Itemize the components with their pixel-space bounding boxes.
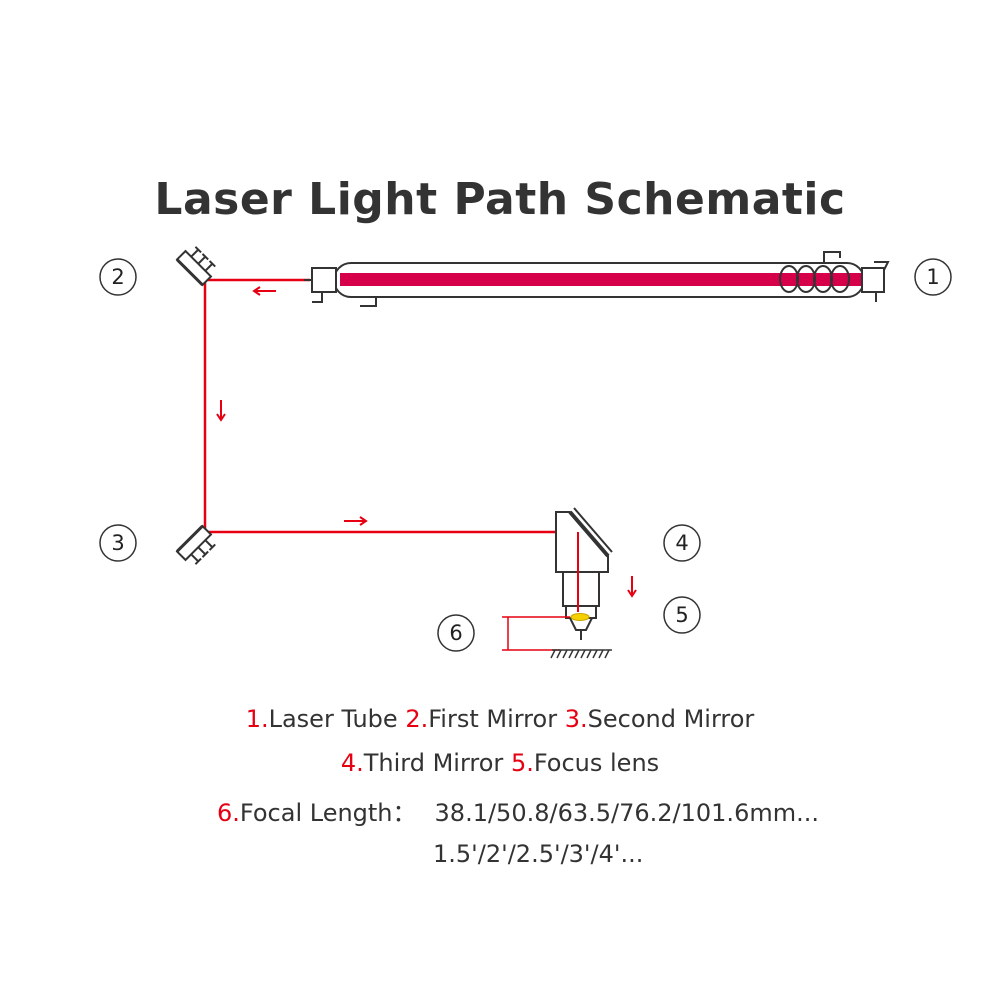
focal-length-indicator — [502, 616, 570, 651]
legend-text-focus-lens: Focus lens — [533, 749, 660, 777]
beam-direction-arrow-down-2 — [627, 576, 637, 598]
second-mirror — [175, 524, 216, 565]
callout-2-label: 2 — [111, 265, 124, 289]
callout-6: 6 — [437, 614, 475, 652]
legend-num-4: 4. — [340, 749, 364, 777]
callout-3: 3 — [99, 524, 137, 562]
work-surface — [550, 649, 612, 659]
laser-beam-path — [203, 278, 580, 620]
first-mirror — [175, 246, 216, 287]
legend-text-second-mirror: Second Mirror — [587, 705, 755, 733]
callout-2: 2 — [99, 258, 137, 296]
focus-lens-icon — [570, 613, 590, 621]
callout-1-label: 1 — [926, 265, 939, 289]
legend-num-3: 3. — [564, 705, 588, 733]
callout-6-label: 6 — [449, 621, 462, 645]
tube-coil — [779, 265, 850, 293]
legend-text-first-mirror: First Mirror — [428, 705, 558, 733]
legend-text-third-mirror: Third Mirror — [363, 749, 504, 777]
page-title: Laser Light Path Schematic — [154, 174, 846, 225]
legend-focal-inches: 1.5'/2'/2.5'/3'/4'... — [433, 840, 644, 868]
beam-direction-arrow-right — [344, 516, 368, 526]
legend-num-5: 5. — [510, 749, 534, 777]
legend-line-4: 1.5'/2'/2.5'/3'/4'... — [433, 840, 643, 868]
legend-num-1: 1. — [245, 705, 269, 733]
legend-text-focal-length: Focal Length： — [239, 799, 417, 827]
legend-num-6: 6. — [217, 799, 240, 827]
legend-line-2: 4.Third Mirror 5.Focus lens — [0, 749, 1000, 777]
legend-line-3: 6.Focal Length： 38.1/50.8/63.5/76.2/101.6… — [217, 793, 819, 828]
laser-tube — [304, 251, 890, 307]
beam-direction-arrow-down — [216, 400, 226, 422]
callout-1: 1 — [914, 258, 952, 296]
beam-direction-arrow-left — [252, 286, 276, 296]
legend-text-laser-tube: Laser Tube — [268, 705, 398, 733]
legend-focal-mm: 38.1/50.8/63.5/76.2/101.6mm... — [434, 799, 819, 827]
laser-head — [555, 507, 613, 640]
callout-5-label: 5 — [675, 603, 688, 627]
legend-num-2: 2. — [405, 705, 429, 733]
callout-4-label: 4 — [675, 531, 688, 555]
legend-line-1: 1.Laser Tube 2.First Mirror 3.Second Mir… — [0, 705, 1000, 733]
callout-4: 4 — [663, 524, 701, 562]
callout-5: 5 — [663, 596, 701, 634]
callout-3-label: 3 — [111, 531, 124, 555]
